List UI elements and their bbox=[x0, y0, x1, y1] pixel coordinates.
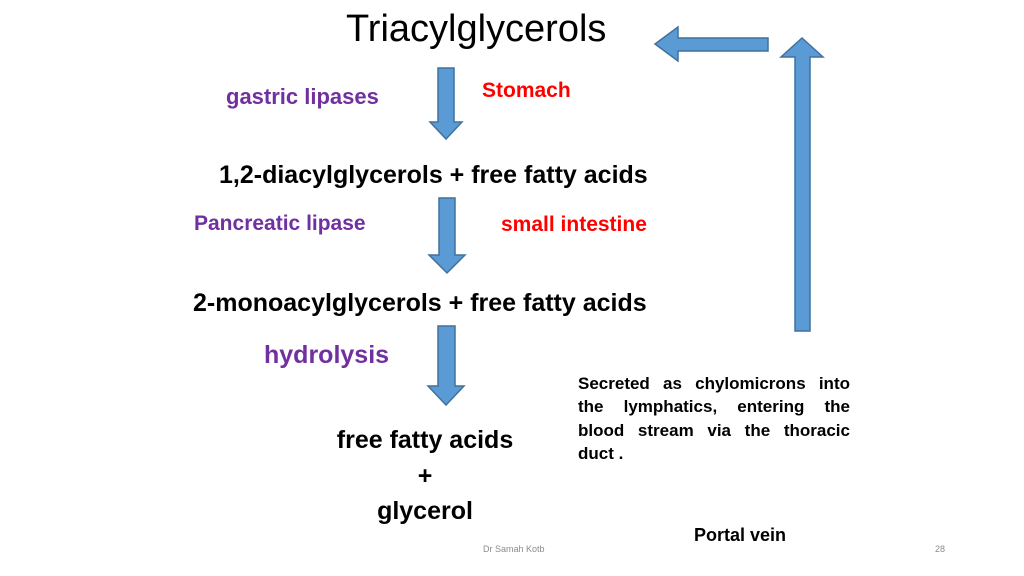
stomach-label: Stomach bbox=[482, 79, 571, 102]
final-product-plus: + bbox=[417, 462, 433, 490]
page-title: Triacylglycerols bbox=[346, 8, 607, 50]
arrow-down-icon bbox=[426, 325, 466, 407]
arrow-down-icon bbox=[428, 67, 464, 141]
gastric-lipases-label: gastric lipases bbox=[226, 84, 379, 109]
small-intestine-label: small intestine bbox=[501, 213, 647, 236]
arrow-up-icon bbox=[779, 36, 825, 332]
final-product-fatty-acids: free fatty acids bbox=[336, 426, 514, 454]
diacylglycerols-product: 1,2-diacylglycerols + free fatty acids bbox=[219, 161, 648, 189]
page-number: 28 bbox=[935, 544, 946, 554]
chylomicron-note: Secreted as chylomicrons into the lympha… bbox=[578, 374, 850, 464]
pancreatic-lipase-label: Pancreatic lipase bbox=[194, 212, 366, 235]
footer-author: Dr Samah Kotb bbox=[483, 544, 545, 554]
arrow-down-icon bbox=[427, 197, 467, 275]
hydrolysis-label: hydrolysis bbox=[264, 341, 390, 369]
arrow-left-icon bbox=[653, 25, 769, 63]
final-product-glycerol: glycerol bbox=[377, 497, 473, 525]
monoacylglycerols-product: 2-monoacylglycerols + free fatty acids bbox=[193, 289, 647, 317]
portal-vein-label: Portal vein bbox=[694, 525, 787, 545]
